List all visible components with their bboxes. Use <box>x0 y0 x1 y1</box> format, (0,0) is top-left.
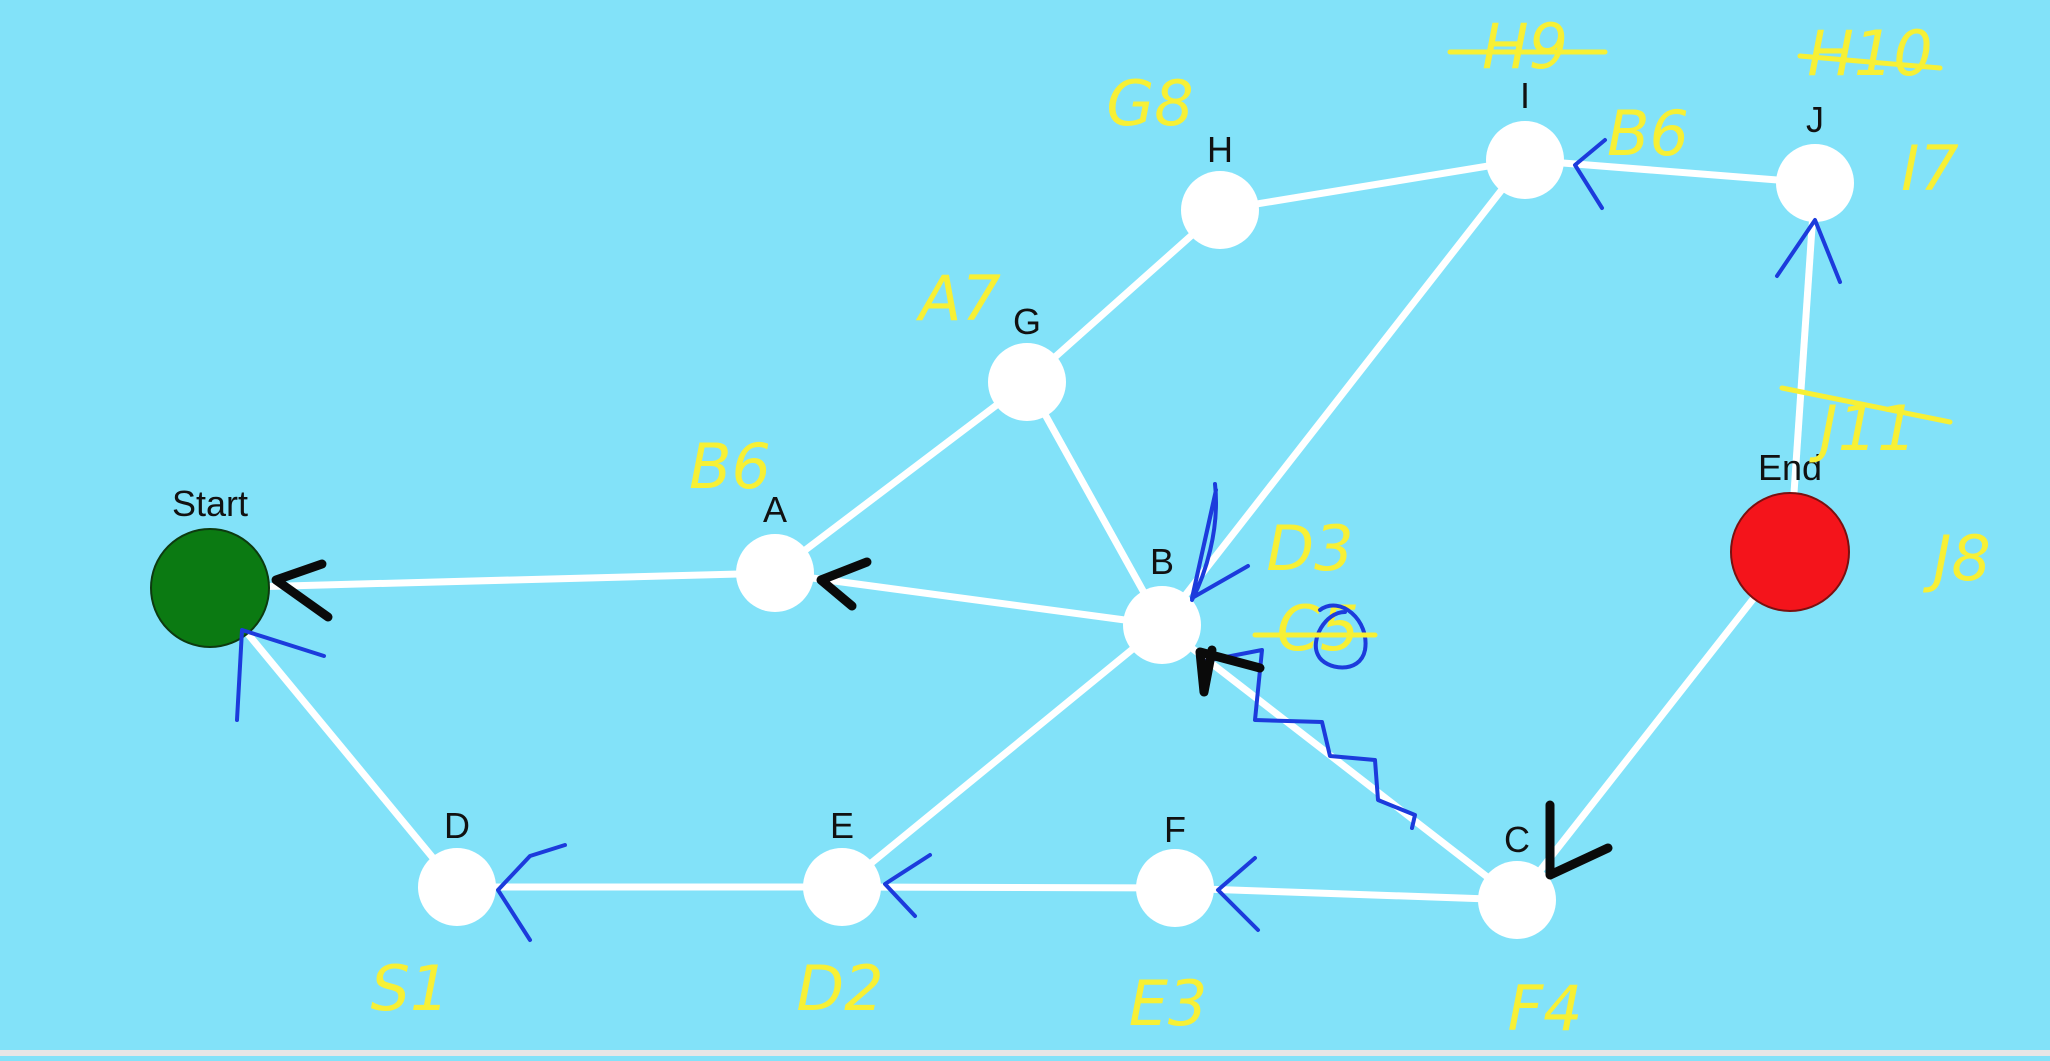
bottom-edge-bar <box>0 1050 2050 1056</box>
node-j <box>1776 144 1854 222</box>
arrow-mark-I <box>1573 138 1607 210</box>
edge-start-D <box>207 585 460 890</box>
blue-pen-marks <box>235 138 1842 942</box>
edge-I-B <box>1159 157 1528 628</box>
arrow-mark-C-black <box>1545 800 1613 880</box>
edge-A-G <box>772 379 1030 576</box>
edge-G-B <box>1023 380 1166 627</box>
node-label-start: Start <box>172 483 248 524</box>
node-label-end: End <box>1758 447 1822 488</box>
annotation-a: B6 <box>689 430 771 503</box>
edge-H-I <box>1219 156 1526 214</box>
annotation-i-2: B6 <box>1607 97 1689 170</box>
edge-start-A <box>209 569 776 592</box>
edge-E-B <box>839 622 1165 890</box>
node-label-b: B <box>1150 541 1174 582</box>
zigzag-mark-C-B <box>1198 648 1417 830</box>
node-label-h: H <box>1207 129 1233 170</box>
edge-J-end <box>1786 182 1819 553</box>
node-start <box>150 528 270 648</box>
node-i <box>1486 121 1564 199</box>
node-label-g: G <box>1013 301 1041 342</box>
annotation-g: A7 <box>915 262 1001 335</box>
arrow-mark-D <box>496 843 567 942</box>
node-label-j: J <box>1806 99 1824 140</box>
arrow-mark-F <box>1216 856 1260 932</box>
node-label-i: I <box>1520 75 1530 116</box>
arrow-mark-J <box>1775 218 1842 284</box>
node-label-d: D <box>444 805 470 846</box>
node-c <box>1478 861 1556 939</box>
node-b <box>1123 586 1201 664</box>
node-label-a: A <box>763 489 787 530</box>
node-h <box>1181 171 1259 249</box>
node-label-e: E <box>830 805 854 846</box>
strike-J11 <box>1779 385 1953 425</box>
circle-mark-C5 <box>1313 603 1368 670</box>
annotation-j-2: I7 <box>1901 132 1959 205</box>
scribble-mark-B <box>1190 482 1250 602</box>
node-f <box>1136 849 1214 927</box>
black-pen-marks <box>271 557 1613 880</box>
annotation-c: F4 <box>1507 972 1582 1045</box>
annotation-b-1: D3 <box>1266 512 1353 585</box>
node-end <box>1730 492 1850 612</box>
annotation-h: G8 <box>1106 67 1194 140</box>
annotation-d: S1 <box>371 952 450 1025</box>
edge-I-J <box>1524 156 1816 187</box>
annotation-i-1: H9 <box>1482 10 1568 83</box>
edge-end-C <box>1514 549 1793 903</box>
nodes-layer <box>150 121 1854 939</box>
arrow-mark-start-black <box>271 559 333 622</box>
arrow-mark-B-black <box>1195 645 1265 697</box>
edges-layer <box>207 156 1819 904</box>
annotation-end-2: J8 <box>1922 522 1991 595</box>
edge-G-H <box>1024 207 1223 385</box>
edge-A-B <box>774 569 1163 629</box>
node-e <box>803 848 881 926</box>
annotation-e: D2 <box>796 952 883 1025</box>
annotation-j-1: H10 <box>1807 17 1933 90</box>
node-label-c: C <box>1504 819 1530 860</box>
edge-C-B <box>1159 622 1520 903</box>
arrow-mark-A-black <box>816 557 872 611</box>
arrow-mark-E <box>883 853 932 918</box>
node-d <box>418 848 496 926</box>
node-g <box>988 343 1066 421</box>
node-label-f: F <box>1164 809 1186 850</box>
edge-F-E <box>841 883 1176 892</box>
node-a <box>736 534 814 612</box>
strike-marks <box>1252 49 1953 638</box>
strike-H10 <box>1797 53 1943 71</box>
arrow-mark-start <box>235 628 326 722</box>
edge-C-F <box>1174 884 1518 904</box>
annotation-f: E3 <box>1129 967 1208 1040</box>
